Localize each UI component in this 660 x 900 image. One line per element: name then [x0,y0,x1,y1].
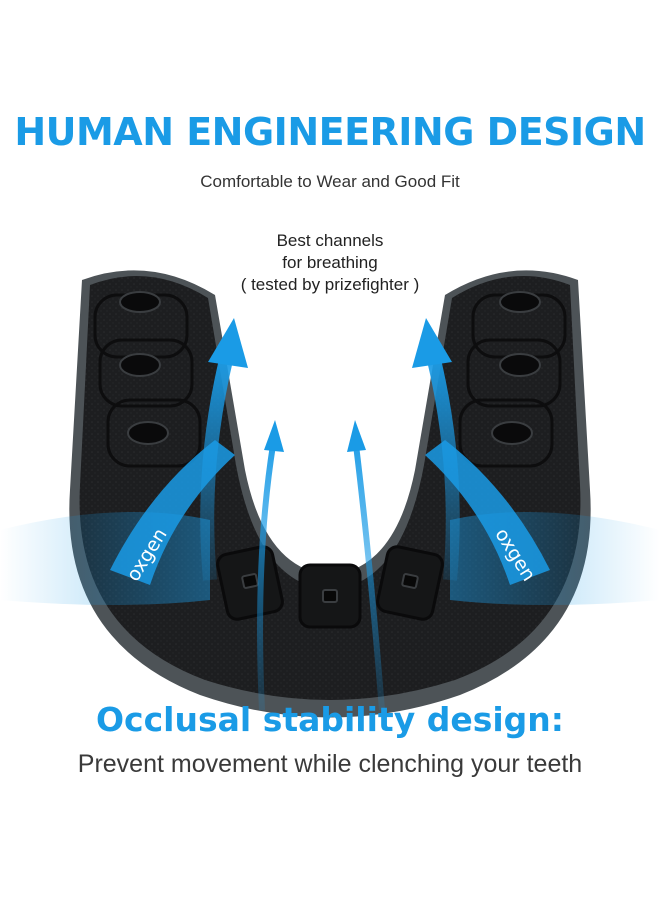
stability-subtitle: Prevent movement while clenching your te… [77,750,583,778]
right-airflow [450,512,660,605]
callout-line-3: ( tested by prizefighter ) [240,275,420,294]
inner-right-arrow-head [347,420,366,452]
left-airflow [0,512,210,605]
inner-left-arrow-shaft [257,444,276,711]
right-breath-arrow-shaft [427,358,460,581]
left-breath-arrow-head [208,318,248,368]
right-pad-holes [491,291,541,445]
left-breath-arrow-shaft [200,358,233,581]
inner-left-arrow-head [264,420,284,452]
headline-subtitle: Comfortable to Wear and Good Fit [200,172,460,191]
mouthguard-illustration: oxgen oxgen [0,270,660,718]
callout-line-1: Best channels [276,231,384,250]
callout-line-2: for breathing [282,253,378,272]
right-breath-arrow-head [412,318,452,368]
stability-title: Occlusal stability design: [96,700,564,739]
left-pad-holes [119,291,169,445]
inner-right-arrow-shaft [353,444,385,711]
breathing-callout: Best channels for breathing ( tested by … [180,230,480,296]
headline: HUMAN ENGINEERING DESIGN [14,110,646,154]
front-pad-holes [241,573,419,603]
